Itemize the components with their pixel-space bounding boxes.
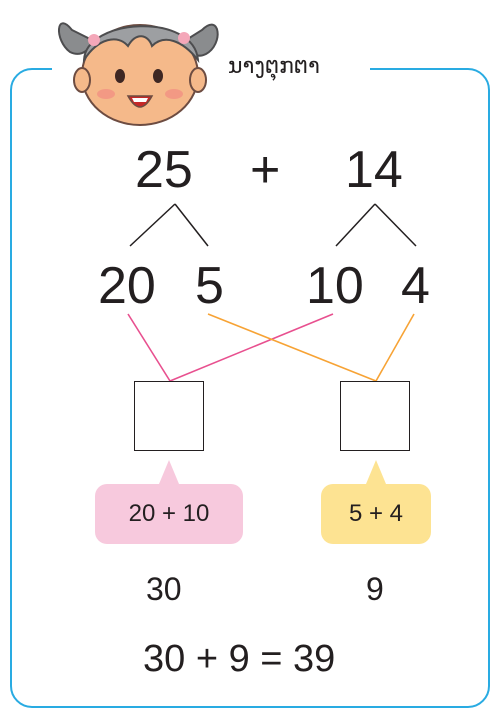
worksheet: ນາງຕຸກຕາ 25 + 14 20 5 10 4 20 + 10 5 + 4… [10, 22, 490, 708]
plus-sign: + [250, 141, 281, 199]
answer-box-tens[interactable] [134, 381, 204, 451]
result-ones: 9 [366, 571, 384, 607]
part-20: 20 [98, 257, 156, 315]
bubble-tail-ones [366, 460, 386, 484]
addend-14: 14 [345, 141, 403, 199]
hint-bubble-tens: 20 + 10 [95, 484, 243, 544]
result-tens: 30 [146, 571, 182, 607]
part-10: 10 [306, 257, 364, 315]
addend-25: 25 [135, 141, 193, 199]
girl-avatar [57, 22, 219, 126]
hint-bubble-ones: 5 + 4 [321, 484, 431, 544]
part-4: 4 [401, 257, 430, 315]
final-equation: 30 + 9 = 39 [143, 638, 336, 680]
speaker-label: ນາງຕຸກຕາ [228, 54, 320, 79]
decomposition-lines [127, 203, 417, 382]
part-5: 5 [195, 257, 224, 315]
bubble-tail-tens [159, 460, 179, 484]
answer-box-ones[interactable] [340, 381, 410, 451]
